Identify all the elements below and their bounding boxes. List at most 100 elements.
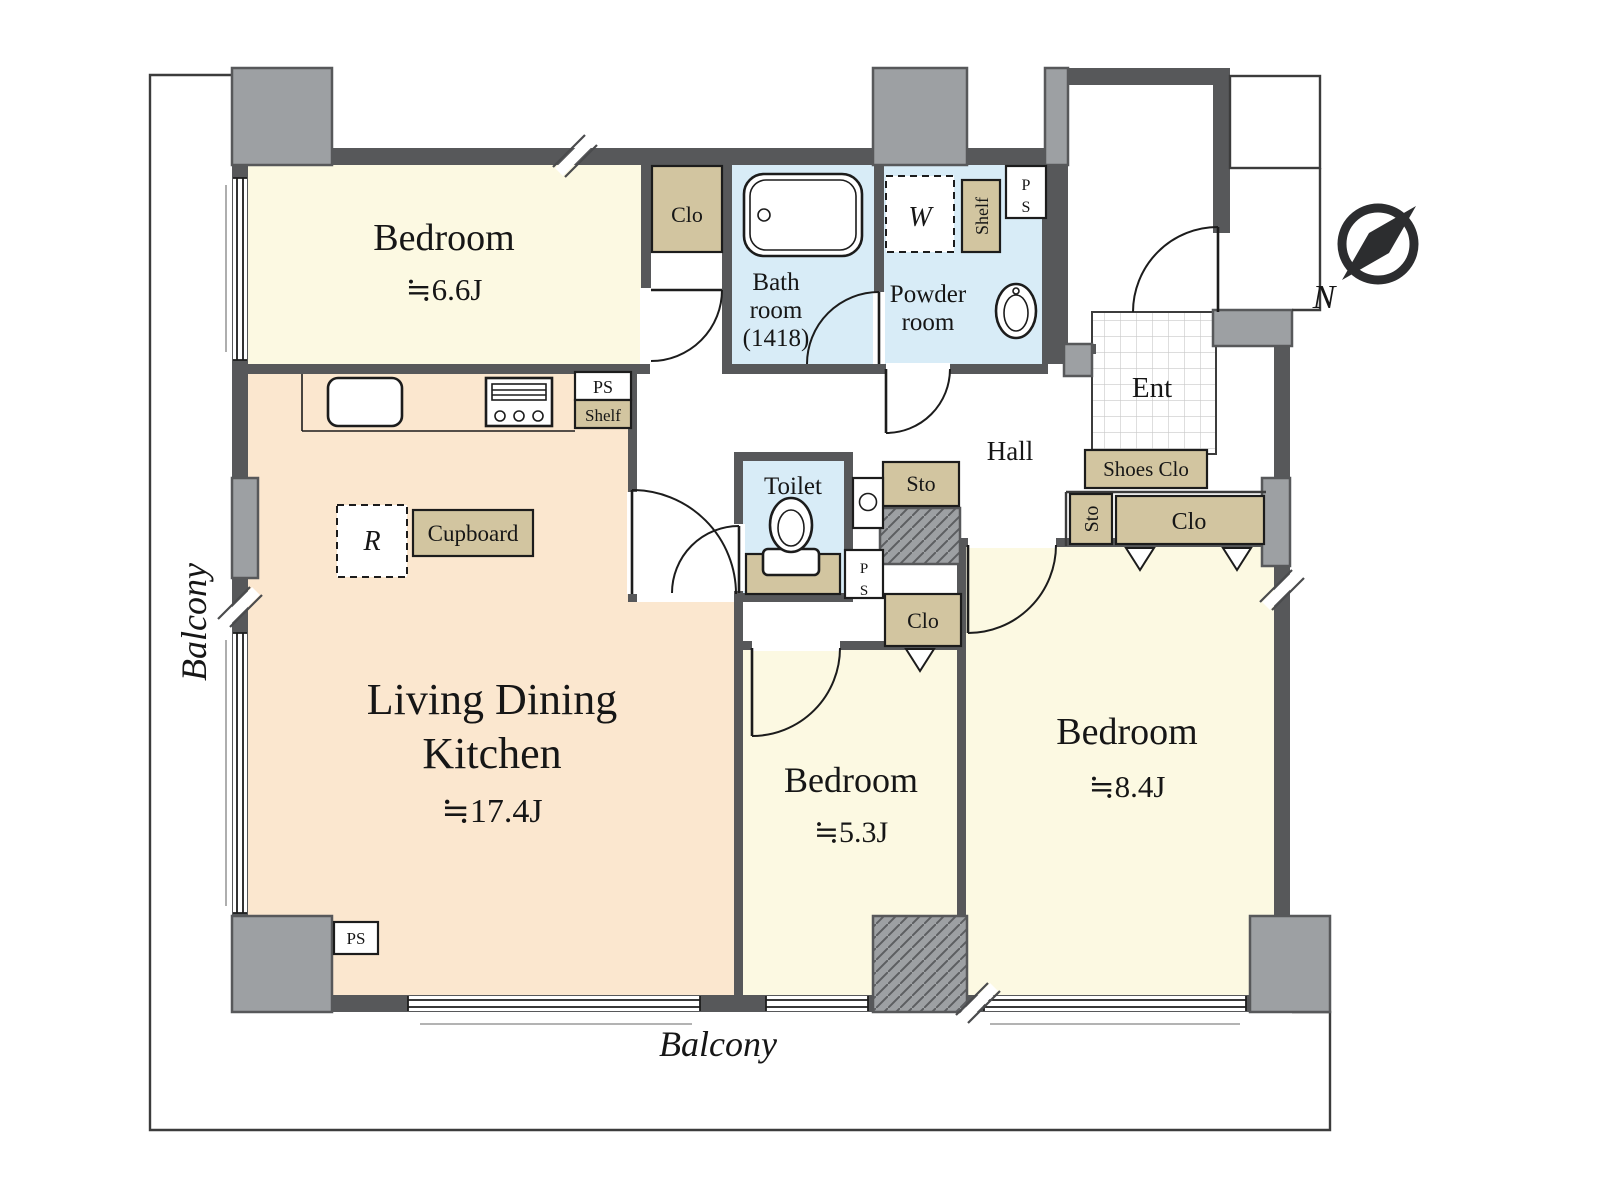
cupboard-label: Cupboard <box>428 521 519 546</box>
closet-right <box>1114 494 1266 546</box>
door-powder <box>884 368 951 434</box>
storage-boxes <box>332 164 1266 956</box>
labels: Balcony Balcony Bedroom ≒6.6J Living Din… <box>174 177 1206 1064</box>
vanity-sink <box>994 282 1038 340</box>
pillar-left-mid <box>230 476 260 580</box>
door-bedroom-top <box>650 288 723 362</box>
pillar-bottom-right <box>1248 914 1332 1014</box>
shelf-kitchen-label: Shelf <box>585 406 621 425</box>
stove <box>484 376 554 428</box>
bedroom-mid-name: Bedroom <box>784 760 918 800</box>
closet-top-label: Clo <box>671 202 703 227</box>
column-hatched-mid <box>878 506 962 566</box>
toilet-bowl <box>761 496 821 577</box>
shelf-kitchen <box>573 398 633 430</box>
shelf-powder <box>960 178 1002 254</box>
cupboard-box <box>411 508 535 558</box>
door-entrance <box>1132 226 1220 313</box>
bath-label-line1: Bath <box>752 269 800 296</box>
bedroom-top-floor <box>240 158 648 370</box>
ps-kitchen-label: PS <box>593 377 613 397</box>
ps-duct-mid <box>843 548 885 600</box>
window-bottom-ldk <box>407 996 701 1011</box>
ps-top-right-label-p: P <box>1022 177 1031 194</box>
porch-edge <box>1292 168 1322 312</box>
ps-mid-label-s: S <box>860 583 868 599</box>
closet-mid <box>883 592 963 648</box>
windows <box>225 177 1247 1025</box>
ps-duct-top-right <box>1004 164 1048 220</box>
doors <box>630 226 1220 737</box>
hall-label: Hall <box>987 436 1034 466</box>
door-bedroom-mid <box>750 647 841 737</box>
powder-label-line2: room <box>902 309 955 336</box>
window-left-top <box>233 177 247 361</box>
ps-duct-kitchen <box>573 370 633 402</box>
door-toilet <box>671 525 741 594</box>
closet-top <box>650 164 724 254</box>
pillar-entry-step <box>1062 342 1094 378</box>
toilet-label: Toilet <box>764 473 822 500</box>
window-left-bottom <box>233 632 247 914</box>
shelf-powder-label: Shelf <box>972 197 992 235</box>
bedroom-mid-size: ≒5.3J <box>814 816 889 849</box>
ps-bottom-left-label: PS <box>347 929 366 948</box>
ldk-name-line2: Kitchen <box>422 729 561 778</box>
refrigerator-space <box>336 504 408 578</box>
door-bedroom-right <box>966 544 1057 634</box>
bedroom-right-size: ≒8.4J <box>1089 769 1166 804</box>
bedroom-top-name: Bedroom <box>373 217 514 259</box>
window-bottom-mid <box>765 996 869 1011</box>
door-bath <box>806 291 881 365</box>
storage-mid-label: Sto <box>906 471 935 496</box>
ps-duct-bottom-left <box>332 920 380 956</box>
balcony-bottom-label: Balcony <box>659 1024 777 1064</box>
washer-label: W <box>908 202 934 233</box>
bedroom-top-size: ≒6.6J <box>406 272 483 307</box>
pillars <box>230 66 1332 1014</box>
storage-right <box>1068 492 1114 546</box>
door-ldk <box>630 489 737 595</box>
thin-outlines <box>301 74 1322 546</box>
window-bottom-right <box>983 996 1247 1011</box>
wash-basin <box>851 476 885 530</box>
refrigerator-label: R <box>362 526 380 557</box>
pillar-right-mid <box>1260 476 1292 568</box>
corridor-block <box>1228 74 1322 170</box>
closet-triangles <box>904 547 1253 673</box>
bathtub <box>742 172 864 258</box>
break-marks <box>217 134 1305 1024</box>
shoes-closet-label: Shoes Clo <box>1103 457 1189 481</box>
pillar-top-right <box>1043 66 1070 167</box>
ps-top-right-label-s: S <box>1022 199 1031 216</box>
kitchen-counter-edge <box>301 374 575 432</box>
fixtures <box>326 172 1038 577</box>
pillar-bottom-left <box>230 914 334 1014</box>
ldk-size: ≒17.4J <box>441 793 542 830</box>
kitchen-sink <box>326 376 404 428</box>
compass: N <box>1312 203 1419 316</box>
pillar-top-middle <box>871 66 969 167</box>
compass-needle <box>1342 206 1416 280</box>
bath-label-line3: (1418) <box>743 325 810 352</box>
shoes-closet-box <box>1083 448 1209 490</box>
bedroom-right-name: Bedroom <box>1056 711 1197 753</box>
closet-mid-label: Clo <box>907 608 939 633</box>
entrance-floor <box>1091 311 1217 455</box>
entrance-label: Ent <box>1132 372 1172 404</box>
ldk-name-line1: Living Dining <box>367 675 618 724</box>
storage-right-label: Sto <box>1081 506 1103 533</box>
closet-back-wall <box>1064 490 1266 546</box>
pillar-bottom-middle <box>871 914 969 1014</box>
compass-ring <box>1337 203 1419 285</box>
pillar-top-left <box>230 66 334 167</box>
window-sills <box>225 185 1240 1025</box>
powder-label-line1: Powder <box>890 281 967 308</box>
north-label: N <box>1312 279 1338 316</box>
washer-space <box>885 175 955 253</box>
closet-right-label: Clo <box>1172 509 1207 535</box>
pillar-entrance <box>1211 308 1294 348</box>
balcony-left-label: Balcony <box>174 563 214 681</box>
